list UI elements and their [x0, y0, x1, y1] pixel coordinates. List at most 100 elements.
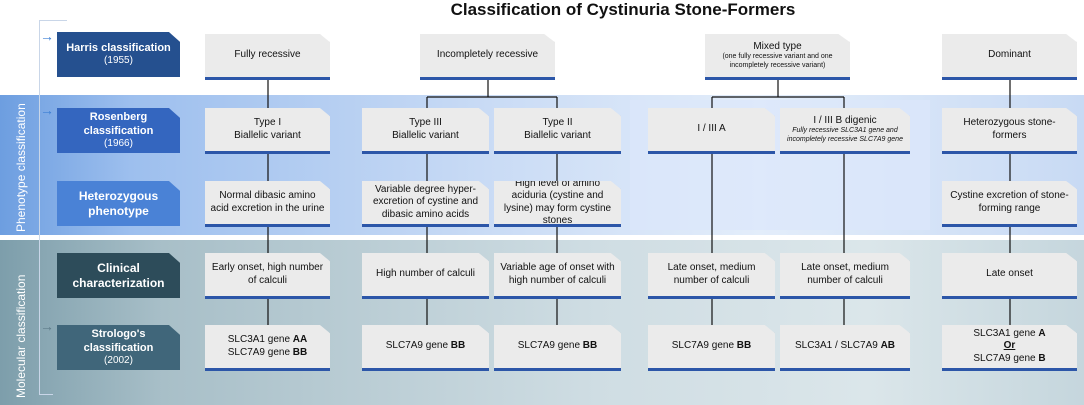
rosenberg-type-i-title: Type I — [253, 117, 282, 128]
clinical-col1-text: Early onset, high number of calculi — [211, 262, 324, 286]
hetero-col6-text: Cystine excretion of stone-forming range — [950, 190, 1069, 214]
strologo-col2-genotype: BB — [450, 340, 466, 352]
rosenberg-type-ii-detail: Biallelic variant — [524, 129, 591, 141]
clinical-col4-text: Late onset, medium number of calculi — [667, 262, 756, 286]
strologo-col3-genotype: BB — [582, 340, 598, 352]
strologo-col6-line1: SLC3A1 gene A — [947, 328, 1072, 341]
rosenberg-type-i-detail: Biallelic variant — [234, 129, 301, 141]
strologo-col4-box: SLC7A9 gene BB — [648, 325, 775, 371]
arrow-harris: → — [40, 28, 54, 44]
row-label-strologo-year: (2002) — [104, 354, 133, 366]
rosenberg-i-iiib-box: I / III B digenic Fully recessive SLC3A1… — [780, 108, 910, 154]
harris-mixed-type-title: Mixed type — [753, 40, 802, 52]
strologo-col1-line2: SLC7A9 gene BB — [210, 347, 325, 360]
row-label-clinical-line2: characterization — [72, 275, 165, 290]
hetero-col1-box: Normal dibasic amino acid excretion in t… — [205, 181, 330, 227]
strologo-col6-box: SLC3A1 gene A Or SLC7A9 gene B — [942, 325, 1077, 371]
row-label-rosenberg-year: (1966) — [104, 137, 133, 149]
harris-mixed-type-detail: (one fully recessive variant and one inc… — [722, 53, 833, 69]
rosenberg-i-iiia-box: I / III A — [648, 108, 775, 154]
strologo-col6-genotype-a: A — [1038, 327, 1046, 339]
harris-dominant-text: Dominant — [988, 49, 1031, 61]
rosenberg-i-iiib-title: I / III B digenic — [813, 114, 877, 126]
arrow-strologo: → — [40, 318, 54, 334]
row-label-harris: Harris classification (1955) — [57, 32, 180, 77]
row-label-rosenberg: Rosenberg classification (1966) — [57, 108, 180, 153]
clinical-col4-box: Late onset, medium number of calculi — [648, 253, 775, 299]
strologo-col1-genotype-b: BB — [292, 346, 308, 358]
strologo-col2-box: SLC7A9 gene BB — [362, 325, 489, 371]
strologo-col2-gene: SLC7A9 gene — [385, 340, 451, 352]
row-label-clinical-line1: Clinical — [97, 261, 140, 276]
clinical-col5-text: Late onset, medium number of calculi — [801, 262, 889, 286]
hetero-col1-text: Normal dibasic amino acid excretion in t… — [210, 190, 325, 214]
harris-incompletely-recessive-box: Incompletely recessive — [420, 34, 555, 80]
rosenberg-type-iii-title: Type III — [409, 117, 442, 128]
row-label-strologo: Strologo's classification (2002) — [57, 325, 180, 370]
strologo-col2-line: SLC7A9 gene BB — [367, 340, 484, 353]
clinical-col3-text: Variable age of onset with high number o… — [500, 262, 615, 286]
strologo-col5-gene: SLC3A1 / SLC7A9 — [794, 340, 881, 352]
strologo-col1-box: SLC3A1 gene AA SLC7A9 gene BB — [205, 325, 330, 371]
clinical-col6-box: Late onset — [942, 253, 1077, 299]
row-label-clinical: Clinical characterization — [57, 253, 180, 298]
strologo-col6-gene-b: SLC7A9 gene — [973, 352, 1039, 364]
strologo-col6-or-text: Or — [1003, 340, 1016, 352]
harris-dominant-box: Dominant — [942, 34, 1077, 80]
strologo-col1-gene-b: SLC7A9 gene — [227, 346, 293, 358]
strologo-col5-box: SLC3A1 / SLC7A9 AB — [780, 325, 910, 371]
strologo-col1-line1: SLC3A1 gene AA — [210, 334, 325, 347]
row-label-strologo-title: Strologo's classification — [83, 328, 154, 354]
strologo-col5-line: SLC3A1 / SLC7A9 AB — [785, 340, 905, 353]
top-bracket-tick — [39, 20, 67, 21]
row-label-heterozygous-line2: phenotype — [88, 203, 149, 218]
strologo-col1-genotype-a: AA — [292, 334, 308, 345]
strologo-col4-line: SLC7A9 gene BB — [653, 340, 770, 353]
harris-fully-recessive-box: Fully recessive — [205, 34, 330, 80]
clinical-col5-box: Late onset, medium number of calculi — [780, 253, 910, 299]
row-label-harris-year: (1955) — [104, 55, 133, 67]
rosenberg-type-iii-box: Type III Biallelic variant — [362, 108, 489, 154]
rosenberg-type-ii-box: Type II Biallelic variant — [494, 108, 621, 154]
clinical-col6-text: Late onset — [986, 268, 1033, 280]
clinical-col2-text: High number of calculi — [376, 268, 475, 280]
harris-fully-recessive-text: Fully recessive — [234, 49, 301, 61]
strologo-col6-line2: SLC7A9 gene B — [947, 353, 1072, 366]
strologo-col3-box: SLC7A9 gene BB — [494, 325, 621, 371]
diagram-title: Classification of Cystinuria Stone-Forme… — [450, 0, 796, 19]
strologo-col3-gene: SLC7A9 gene — [517, 340, 583, 352]
rosenberg-i-iiib-detail: Fully recessive SLC3A1 gene and incomple… — [787, 127, 903, 143]
hetero-col6-box: Cystine excretion of stone-forming range — [942, 181, 1077, 227]
row-label-harris-title: Harris classification — [66, 41, 171, 54]
strologo-col5-genotype: AB — [880, 340, 896, 352]
row-label-heterozygous-line1: Heterozygous — [78, 189, 159, 204]
strologo-col4-gene: SLC7A9 gene — [671, 340, 737, 352]
strologo-col6-genotype-b: B — [1038, 352, 1046, 364]
hetero-col3-box: High level of amino aciduria (cystine an… — [494, 181, 621, 227]
clinical-col3-box: Variable age of onset with high number o… — [494, 253, 621, 299]
strologo-col6-gene-a: SLC3A1 gene — [973, 327, 1039, 339]
arrow-rosenberg: → — [40, 102, 54, 118]
rosenberg-i-iiia-text: I / III A — [697, 123, 726, 135]
left-bracket — [39, 20, 40, 395]
strologo-col3-line: SLC7A9 gene BB — [499, 340, 616, 353]
molecular-side-label: Molecular classification — [14, 274, 28, 398]
harris-mixed-type-box: Mixed type (one fully recessive variant … — [705, 34, 850, 80]
hetero-col3-text: High level of amino aciduria (cystine an… — [503, 177, 612, 226]
phenotype-side-label: Phenotype classification — [14, 103, 28, 232]
rosenberg-heterozygous-formers-box: Heterozygous stone-formers — [942, 108, 1077, 154]
rosenberg-heterozygous-formers-text: Heterozygous stone-formers — [963, 117, 1056, 141]
rosenberg-type-iii-detail: Biallelic variant — [392, 129, 459, 141]
strologo-col4-genotype: BB — [736, 340, 752, 352]
bottom-bracket-tick — [39, 394, 53, 395]
clinical-col1-box: Early onset, high number of calculi — [205, 253, 330, 299]
row-label-rosenberg-title: Rosenberg classification — [83, 111, 154, 137]
strologo-col1-gene-a: SLC3A1 gene — [227, 334, 293, 345]
strologo-col6-or: Or — [947, 340, 1072, 353]
harris-incompletely-recessive-text: Incompletely recessive — [436, 49, 539, 61]
hetero-col2-box: Variable degree hyper-excretion of cysti… — [362, 181, 489, 227]
clinical-col2-box: High number of calculi — [362, 253, 489, 299]
rosenberg-type-ii-title: Type II — [542, 117, 573, 128]
row-label-heterozygous: Heterozygous phenotype — [57, 181, 180, 226]
